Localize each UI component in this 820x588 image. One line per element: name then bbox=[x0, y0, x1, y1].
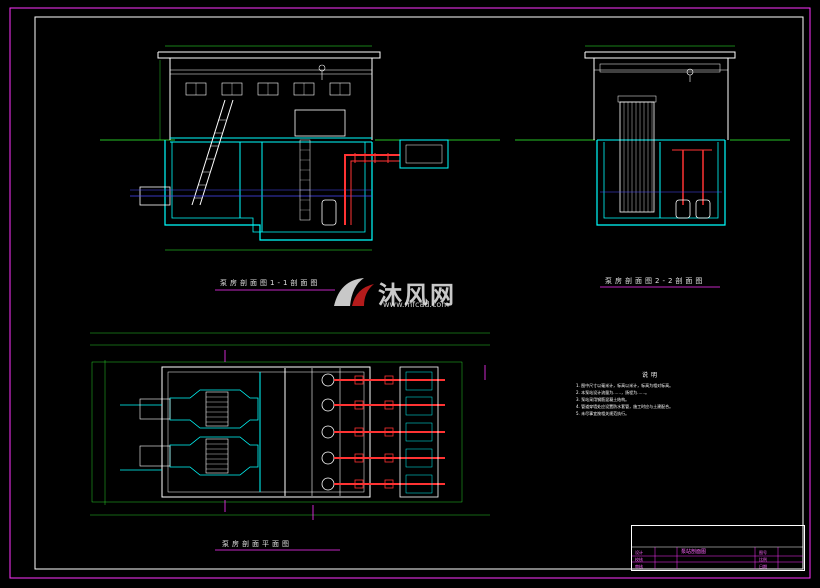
notes-heading: 说明 bbox=[641, 372, 660, 379]
plan-title: 泵房剖面平面图 bbox=[222, 540, 292, 548]
tb-field-scale: 比例 bbox=[759, 557, 767, 562]
note-line: 1. 图中尺寸以毫米计，标高以米计，标高为相对标高。 bbox=[576, 383, 674, 388]
note-line: 2. 本泵站设计流量为……，扬程为……。 bbox=[576, 390, 650, 395]
tb-field-approve: 审核 bbox=[635, 564, 643, 569]
watermark-logo-icon bbox=[334, 278, 374, 306]
tb-field-number: 图号 bbox=[759, 550, 767, 555]
tb-field-check: 校核 bbox=[635, 557, 643, 562]
tb-drawing-name: 泵站剖面图 bbox=[681, 549, 707, 555]
watermark-brand: 沐风网 bbox=[378, 281, 456, 309]
tb-field-date: 日期 bbox=[759, 564, 767, 569]
section-2-2 bbox=[515, 45, 790, 226]
note-line: 3. 泵站采用钢筋混凝土结构。 bbox=[576, 397, 630, 402]
note-line: 5. 未尽事宜按相关规范执行。 bbox=[576, 411, 630, 416]
title-block-grid bbox=[631, 546, 803, 569]
watermark-url: www.mfcad.com bbox=[383, 300, 450, 309]
tb-field-design: 设计 bbox=[635, 550, 643, 555]
section-1-1 bbox=[100, 45, 500, 251]
inner-frame bbox=[34, 16, 804, 570]
title-block: 设计 校核 审核 泵站剖面图 图号 比例 日期 bbox=[631, 525, 805, 571]
plan-view bbox=[90, 332, 490, 520]
notes-block: 说明 1. 图中尺寸以毫米计，标高以米计，标高为相对标高。 2. 本泵站设计流量… bbox=[576, 372, 726, 417]
note-line: 4. 管道穿墙处应设置防水套管，施工时应与土建配合。 bbox=[576, 404, 674, 409]
section-2-title: 泵房剖面图2-2剖面图 bbox=[605, 277, 706, 285]
section-1-title: 泵房剖面图1-1剖面图 bbox=[220, 279, 321, 287]
outer-frame bbox=[9, 7, 811, 579]
